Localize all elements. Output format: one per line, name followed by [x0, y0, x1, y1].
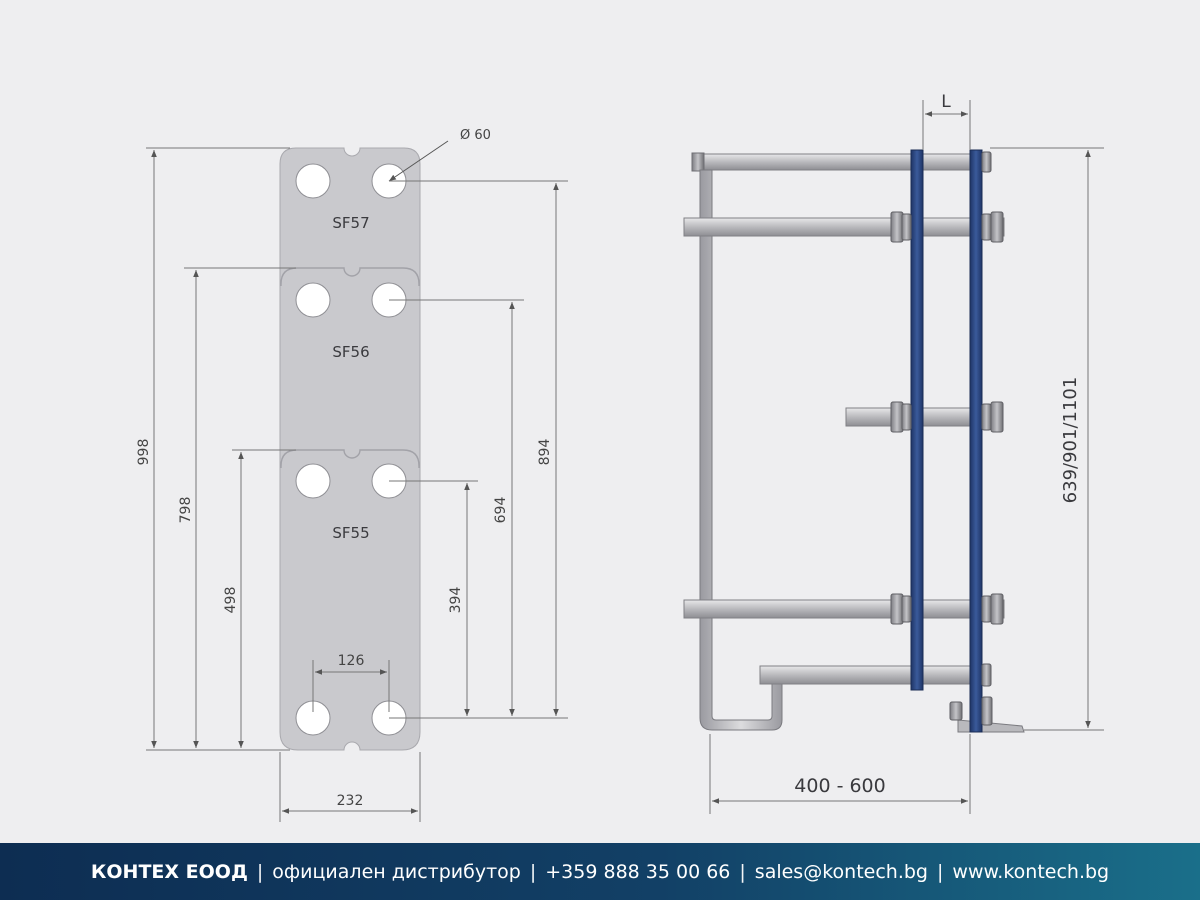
height-label: 639/901/1101 — [1060, 377, 1081, 504]
nut — [890, 593, 904, 625]
footer-phone[interactable]: +359 888 35 00 66 — [545, 860, 731, 883]
nut — [890, 401, 904, 433]
frame-left-support — [699, 169, 783, 731]
frame-dimension-lines — [709, 100, 1104, 814]
plate-dimension-lines — [146, 147, 568, 822]
dim-126: 126 — [338, 653, 365, 669]
footer-bar: КОНТЕХ ЕООД | официален дистрибутор | +3… — [0, 843, 1200, 900]
plate-sf55-top — [280, 449, 420, 468]
dim-394: 394 — [448, 587, 464, 614]
nut — [890, 211, 904, 243]
dim-498: 498 — [223, 587, 239, 614]
nut — [990, 593, 1004, 625]
dim-232: 232 — [337, 793, 364, 809]
nut — [981, 696, 993, 726]
footer-separator: | — [739, 860, 746, 883]
frame-bottom-bracket — [759, 665, 987, 685]
frame-plate-left — [910, 149, 924, 691]
frame-nuts — [890, 151, 1004, 726]
model-label-sf57: SF57 — [332, 214, 369, 232]
spacing-label: L — [941, 92, 951, 112]
footer-role: официален дистрибутор — [272, 860, 521, 883]
length-label: 400 - 600 — [794, 775, 885, 797]
nut — [981, 151, 992, 173]
dim-894: 894 — [537, 439, 553, 466]
nut — [981, 595, 992, 623]
frame-top-bar — [699, 153, 987, 171]
nut — [901, 403, 912, 431]
nut — [981, 403, 992, 431]
plate-dimension-labels: 998 798 498 894 694 394 126 232 — [136, 439, 553, 809]
nut — [901, 595, 912, 623]
frame-group — [683, 149, 1025, 733]
model-label-sf56: SF56 — [332, 343, 369, 361]
nut — [949, 701, 963, 721]
diameter-leader — [388, 140, 449, 182]
plate-sf56-top — [280, 267, 420, 286]
frame-dimension-labels: L 639/901/1101 400 - 600 — [794, 92, 1081, 797]
footer-website[interactable]: www.kontech.bg — [952, 860, 1110, 883]
tie-rod-1 — [683, 217, 1005, 237]
nut — [981, 663, 992, 687]
footer-separator: | — [937, 860, 944, 883]
frame-plate-right — [969, 149, 983, 733]
nut — [901, 213, 912, 241]
footer-separator: | — [529, 860, 537, 883]
footer-company: КОНТЕХ ЕООД — [90, 860, 248, 883]
tie-rod-3 — [683, 599, 1005, 619]
dim-694: 694 — [493, 497, 509, 524]
model-label-sf55: SF55 — [332, 524, 369, 542]
hole-sf55-left — [295, 463, 331, 499]
dim-798: 798 — [178, 497, 194, 524]
nut — [990, 211, 1004, 243]
plates-group: SF57 SF56 SF55 Ø 60 — [279, 128, 491, 751]
footer-email[interactable]: sales@kontech.bg — [754, 860, 928, 883]
frame-top-bar-cap — [691, 152, 705, 172]
dim-998: 998 — [136, 439, 152, 466]
hole-sf57-left — [295, 163, 331, 199]
diameter-label: Ø 60 — [460, 128, 491, 143]
hole-sf56-left — [295, 282, 331, 318]
nut — [990, 401, 1004, 433]
nut — [981, 213, 992, 241]
footer-separator: | — [256, 860, 264, 883]
technical-drawing: SF57 SF56 SF55 Ø 60 — [136, 92, 1104, 822]
